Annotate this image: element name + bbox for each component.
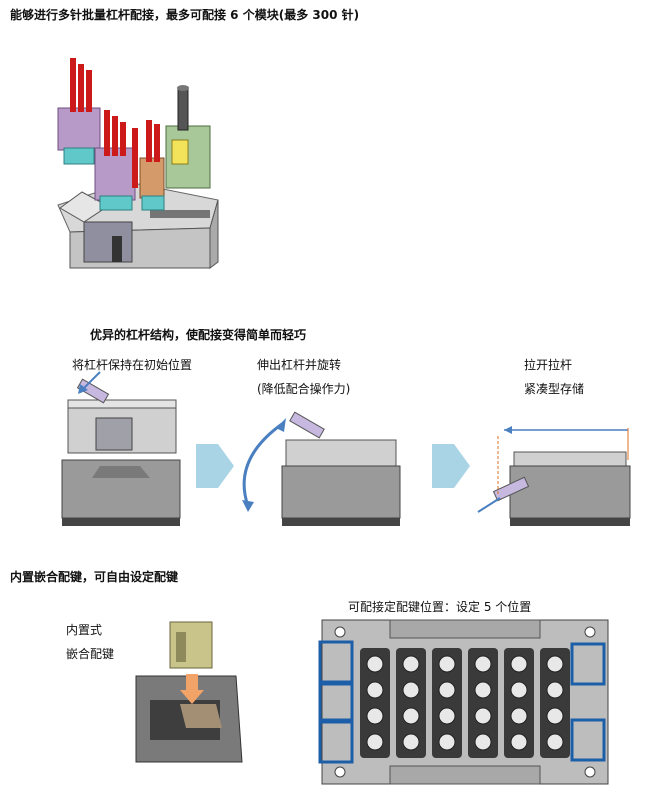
step1-connector (61, 399, 181, 526)
step1-lever-icon (76, 378, 110, 404)
key-block-icon (169, 621, 213, 669)
builtin-label-line1: 内置式 (66, 623, 103, 637)
pin-cavity (546, 733, 564, 751)
step3-connector (509, 451, 631, 526)
step3-lever-icon (492, 476, 530, 502)
pin-cavity (366, 681, 384, 699)
keying-caption: 可配接定配键位置：设定 5 个位置 (348, 600, 532, 614)
step1-label: 将杠杆保持在初始位置 (72, 358, 193, 372)
pin-cavity (438, 655, 456, 673)
pin-cavity (510, 655, 528, 673)
pin-cavity (402, 681, 420, 699)
builtin-key-housing (135, 675, 243, 763)
pin-cavity (366, 655, 384, 673)
key-position-box-1 (318, 640, 354, 684)
rotate-arrow-icon (242, 422, 283, 507)
pin-cavity (474, 655, 492, 673)
insert-arrow-down-icon (180, 690, 204, 704)
chevron-right-icon-2 (432, 444, 470, 488)
pin-cavity (438, 707, 456, 725)
module-column (468, 648, 498, 758)
step2-lever-icon (289, 411, 325, 439)
step2-label-line2: (降低配合操作力) (257, 382, 351, 396)
pin-cavity (438, 733, 456, 751)
width-arrowhead-icon (504, 426, 512, 434)
builtin-label-line2: 嵌合配键 (66, 647, 115, 661)
module-orange (139, 120, 165, 211)
step3-label-line2: 紧凑型存储 (524, 382, 585, 396)
section3-heading: 内置嵌合配键，可自由设定配键 (10, 570, 179, 584)
pin-cavity (474, 733, 492, 751)
module-column (360, 648, 390, 758)
pin-cavity (546, 655, 564, 673)
step3-pointer-arrow (477, 497, 501, 513)
pin-cavity (402, 733, 420, 751)
step3-label-line1: 拉开拉杆 (524, 358, 573, 372)
section2-heading: 优异的杠杆结构，使配接变得简单而轻巧 (90, 328, 307, 342)
pin-cavity (402, 707, 420, 725)
insert-arrow-shaft (186, 674, 198, 692)
chevron-right-icon (196, 444, 234, 488)
pin-cavity (474, 681, 492, 699)
step2-connector (281, 439, 401, 526)
key-position-box-4 (570, 642, 606, 686)
module-green (165, 85, 211, 189)
module-purple-tall (57, 58, 101, 165)
step2-label-line1: 伸出杠杆并旋转 (257, 358, 342, 372)
pin-cavity (510, 733, 528, 751)
rotate-arrowhead-icon (242, 500, 254, 512)
pin-cavity (366, 707, 384, 725)
key-position-box-5 (570, 718, 606, 762)
module-column (432, 648, 462, 758)
pin-cavity (366, 733, 384, 751)
module-column (396, 648, 426, 758)
pin-cavity (402, 655, 420, 673)
rotate-arrowhead-top-icon (276, 418, 286, 432)
module-red-pins-center (94, 110, 138, 211)
module-column (540, 648, 570, 758)
pin-cavity (546, 681, 564, 699)
pin-cavity (474, 707, 492, 725)
pin-cavity (510, 707, 528, 725)
pin-cavity (510, 681, 528, 699)
module-columns (360, 648, 570, 758)
key-position-box-3 (318, 720, 354, 764)
pin-cavity (546, 707, 564, 725)
module-column (504, 648, 534, 758)
key-position-box-2 (318, 682, 354, 722)
section1-heading: 能够进行多针批量杠杆配接，最多可配接 6 个模块(最多 300 针) (10, 8, 360, 22)
step1-arrowhead-icon (78, 384, 88, 394)
pin-cavity (438, 681, 456, 699)
